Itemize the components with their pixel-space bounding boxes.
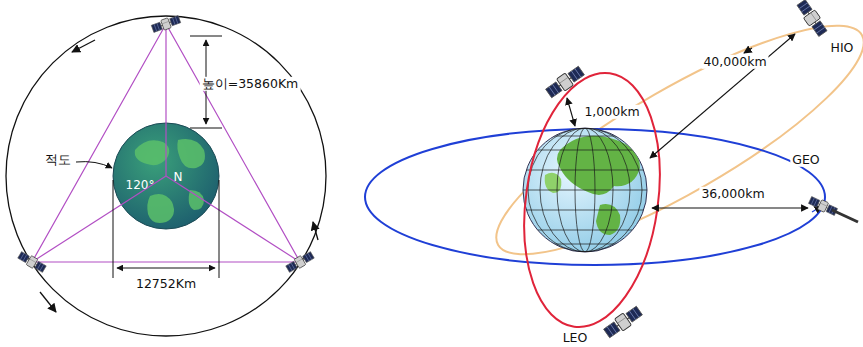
- angle-label: 120°: [124, 179, 157, 193]
- geo-distance: 36,000km: [699, 187, 766, 201]
- diameter-dimension: 12752Km: [134, 277, 198, 291]
- equator-label: 적도: [43, 153, 73, 167]
- orbit-name: HIO: [829, 41, 856, 55]
- orbit-types: [365, 0, 863, 339]
- orbit-name: LEO: [561, 331, 590, 345]
- height-dimension: 높이=35860Km: [200, 77, 301, 91]
- leo-distance: 1,000km: [582, 105, 641, 119]
- hio-distance: 40,000km: [701, 55, 768, 69]
- north-label: N: [172, 171, 185, 185]
- geo-three-satellites: [6, 14, 326, 336]
- orbit-name: GEO: [790, 153, 821, 167]
